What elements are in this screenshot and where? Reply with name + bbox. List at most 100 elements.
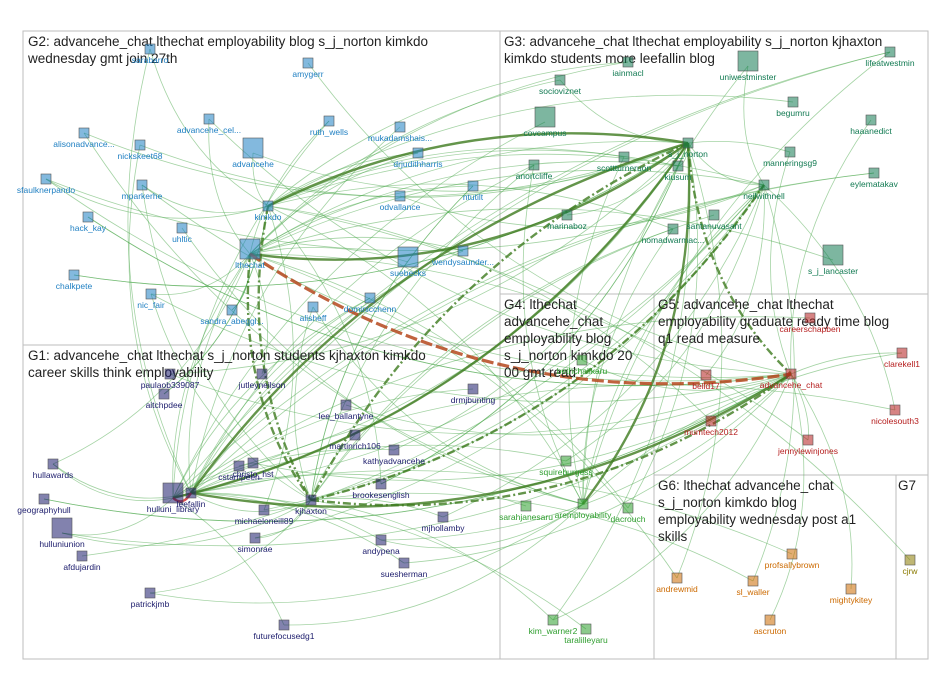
node-sarabarro[interactable]: sarabarro xyxy=(132,43,169,65)
node-odvallance[interactable]: odvallance xyxy=(380,190,421,212)
node-lthechat[interactable]: lthechat xyxy=(235,238,266,270)
node-sarahjanesaru[interactable]: sarahjanesaru xyxy=(499,500,553,522)
edge xyxy=(172,120,330,499)
node-afdujardin[interactable]: afdujardin xyxy=(63,550,101,572)
node-dacrouch[interactable]: dacrouch xyxy=(611,502,646,524)
node-mjhollamby[interactable]: mjhollamby xyxy=(422,511,466,533)
node-drmjbunting[interactable]: drmjbunting xyxy=(451,383,496,405)
node-jennylewinjones[interactable]: jennylewinjones xyxy=(777,434,838,456)
node-neilwithnell[interactable]: neilwithnell xyxy=(743,179,785,201)
node-nic_fair[interactable]: nic_fair xyxy=(137,288,165,310)
node-taralilleyaru[interactable]: taralilleyaru xyxy=(564,623,608,645)
node-hack_kay[interactable]: hack_kay xyxy=(70,211,107,233)
avatar xyxy=(262,200,274,212)
node-manneringsg9[interactable]: manneringsg9 xyxy=(763,146,817,168)
node-hullawards[interactable]: hullawards xyxy=(33,458,74,480)
node-aremployability[interactable]: aremployability xyxy=(555,498,612,520)
node-iainmacl[interactable]: iainmacl xyxy=(612,56,644,78)
node-label: nomadwarmac... xyxy=(642,235,705,245)
node-cstampeen[interactable]: cstampeen xyxy=(218,460,260,482)
node-simonrae[interactable]: simonrae xyxy=(238,532,273,554)
node-kim_warner2[interactable]: kim_warner2 xyxy=(529,614,578,636)
node-begumru[interactable]: begumru xyxy=(776,96,810,118)
node-drjudithharris[interactable]: drjudithharris xyxy=(393,147,443,169)
node-label: chalkpete xyxy=(56,281,93,291)
node-futurefocusedg1[interactable]: futurefocusedg1 xyxy=(254,619,315,641)
node-label: profsallybrown xyxy=(765,560,820,570)
node-profsallybrown[interactable]: profsallybrown xyxy=(765,548,820,570)
avatar xyxy=(136,179,148,191)
node-s_j_norton[interactable]: s_j_norton xyxy=(668,137,708,159)
node-advancehe[interactable]: advancehe xyxy=(232,137,274,169)
node-chalkpete[interactable]: chalkpete xyxy=(56,269,93,291)
node-alisheff[interactable]: alisheff xyxy=(300,301,327,323)
node-anortcliffe[interactable]: anortcliffe xyxy=(516,159,553,181)
node-martinrich106[interactable]: martinrich106 xyxy=(329,429,381,451)
node-marinaboz[interactable]: marinaboz xyxy=(547,209,587,231)
node-haaanedict[interactable]: haaanedict xyxy=(850,114,892,136)
node-kjhaxton[interactable]: kjhaxton xyxy=(295,494,327,516)
node-lifeatwestmin[interactable]: lifeatwestmin xyxy=(865,46,915,68)
node-socioviznet[interactable]: socioviznet xyxy=(539,74,582,96)
node-suesherman[interactable]: suesherman xyxy=(381,557,428,579)
node-geographyhull[interactable]: geographyhull xyxy=(17,493,71,515)
node-hulluniunion[interactable]: hulluniunion xyxy=(39,517,85,549)
node-paulaob339087[interactable]: paulaob339087 xyxy=(141,368,200,390)
node-brookesenglish[interactable]: brookesenglish xyxy=(352,478,410,500)
node-wendysaunder...[interactable]: wendysaunder... xyxy=(431,245,494,267)
node-sandra_abeggl...[interactable]: sandra_abeggl... xyxy=(200,304,264,326)
node-eylematakav[interactable]: eylematakav xyxy=(850,167,899,189)
node-lee_ballantyne[interactable]: lee_ballantyne xyxy=(319,399,374,421)
edge xyxy=(686,142,792,375)
node-s_j_lancaster[interactable]: s_j_lancaster xyxy=(808,244,858,276)
node-ntutilt[interactable]: ntutilt xyxy=(463,180,484,202)
node-christo_hst[interactable]: christo_hst xyxy=(232,457,274,479)
node-mparkerhe[interactable]: mparkerhe xyxy=(122,179,163,201)
avatar xyxy=(671,572,683,584)
node-advancehe_cel...[interactable]: advancehe_cel... xyxy=(177,113,241,135)
node-clarekell1[interactable]: clarekell1 xyxy=(884,347,920,369)
node-kimkdo[interactable]: kimkdo xyxy=(255,200,282,222)
node-ascruton[interactable]: ascruton xyxy=(754,614,787,636)
node-cjrw[interactable]: cjrw xyxy=(902,554,918,576)
node-squireburgess[interactable]: squireburgess xyxy=(539,455,593,477)
node-mumtech2012[interactable]: mumtech2012 xyxy=(684,415,738,437)
node-santanuvasant[interactable]: santanuvasant xyxy=(686,209,742,231)
node-ruth_wells[interactable]: ruth_wells xyxy=(310,115,348,137)
avatar xyxy=(134,139,146,151)
node-mukadamshais...[interactable]: mukadamshais... xyxy=(368,121,432,143)
avatar xyxy=(708,209,720,221)
node-andrewmid[interactable]: andrewmid xyxy=(656,572,698,594)
node-scottturneruon[interactable]: scottturneruon xyxy=(597,151,652,173)
node-hulluni_library[interactable]: hulluni_library xyxy=(147,482,200,514)
node-alisonadvance...[interactable]: alisonadvance... xyxy=(53,127,115,149)
node-nickskeet68[interactable]: nickskeet68 xyxy=(118,139,163,161)
node-careerschapben[interactable]: careerschapben xyxy=(780,312,841,334)
node-belld17[interactable]: belld17 xyxy=(692,369,720,391)
node-andypena[interactable]: andypena xyxy=(362,534,400,556)
avatar xyxy=(233,460,245,472)
node-amygerr[interactable]: amygerr xyxy=(292,57,324,79)
node-covcampus[interactable]: covcampus xyxy=(524,106,567,138)
node-nomadwarmac...[interactable]: nomadwarmac... xyxy=(642,223,705,245)
node-advancehe_chat[interactable]: advancehe_chat xyxy=(760,368,823,390)
node-patrickjmb[interactable]: patrickjmb xyxy=(131,587,170,609)
edge xyxy=(267,132,689,208)
node-jutleyneilson[interactable]: jutleyneilson xyxy=(238,368,286,390)
node-aitchpdee[interactable]: aitchpdee xyxy=(146,388,183,410)
node-dominicchenn[interactable]: dominicchenn xyxy=(344,292,397,314)
node-bethchallkaru[interactable]: bethchallkaru xyxy=(557,354,608,376)
node-michaeloneill89[interactable]: michaeloneill89 xyxy=(235,504,294,526)
edge xyxy=(249,61,629,255)
node-sfaulknerpando[interactable]: sfaulknerpando xyxy=(17,173,75,195)
node-nicolesouth3[interactable]: nicolesouth3 xyxy=(871,404,919,426)
node-sl_waller[interactable]: sl_waller xyxy=(736,575,770,597)
node-mightykitey[interactable]: mightykitey xyxy=(830,583,873,605)
node-uniwestminster[interactable]: uniwestminster xyxy=(720,50,777,82)
node-kiusum[interactable]: kiusum xyxy=(665,160,692,182)
node-leefallin[interactable]: leefallin xyxy=(177,487,206,509)
node-uhltic[interactable]: uhltic xyxy=(172,222,193,244)
node-kathyadvancehe[interactable]: kathyadvancehe xyxy=(363,444,425,466)
node-suebecks[interactable]: suebecks xyxy=(390,246,426,278)
node-label: kimkdo xyxy=(255,212,282,222)
